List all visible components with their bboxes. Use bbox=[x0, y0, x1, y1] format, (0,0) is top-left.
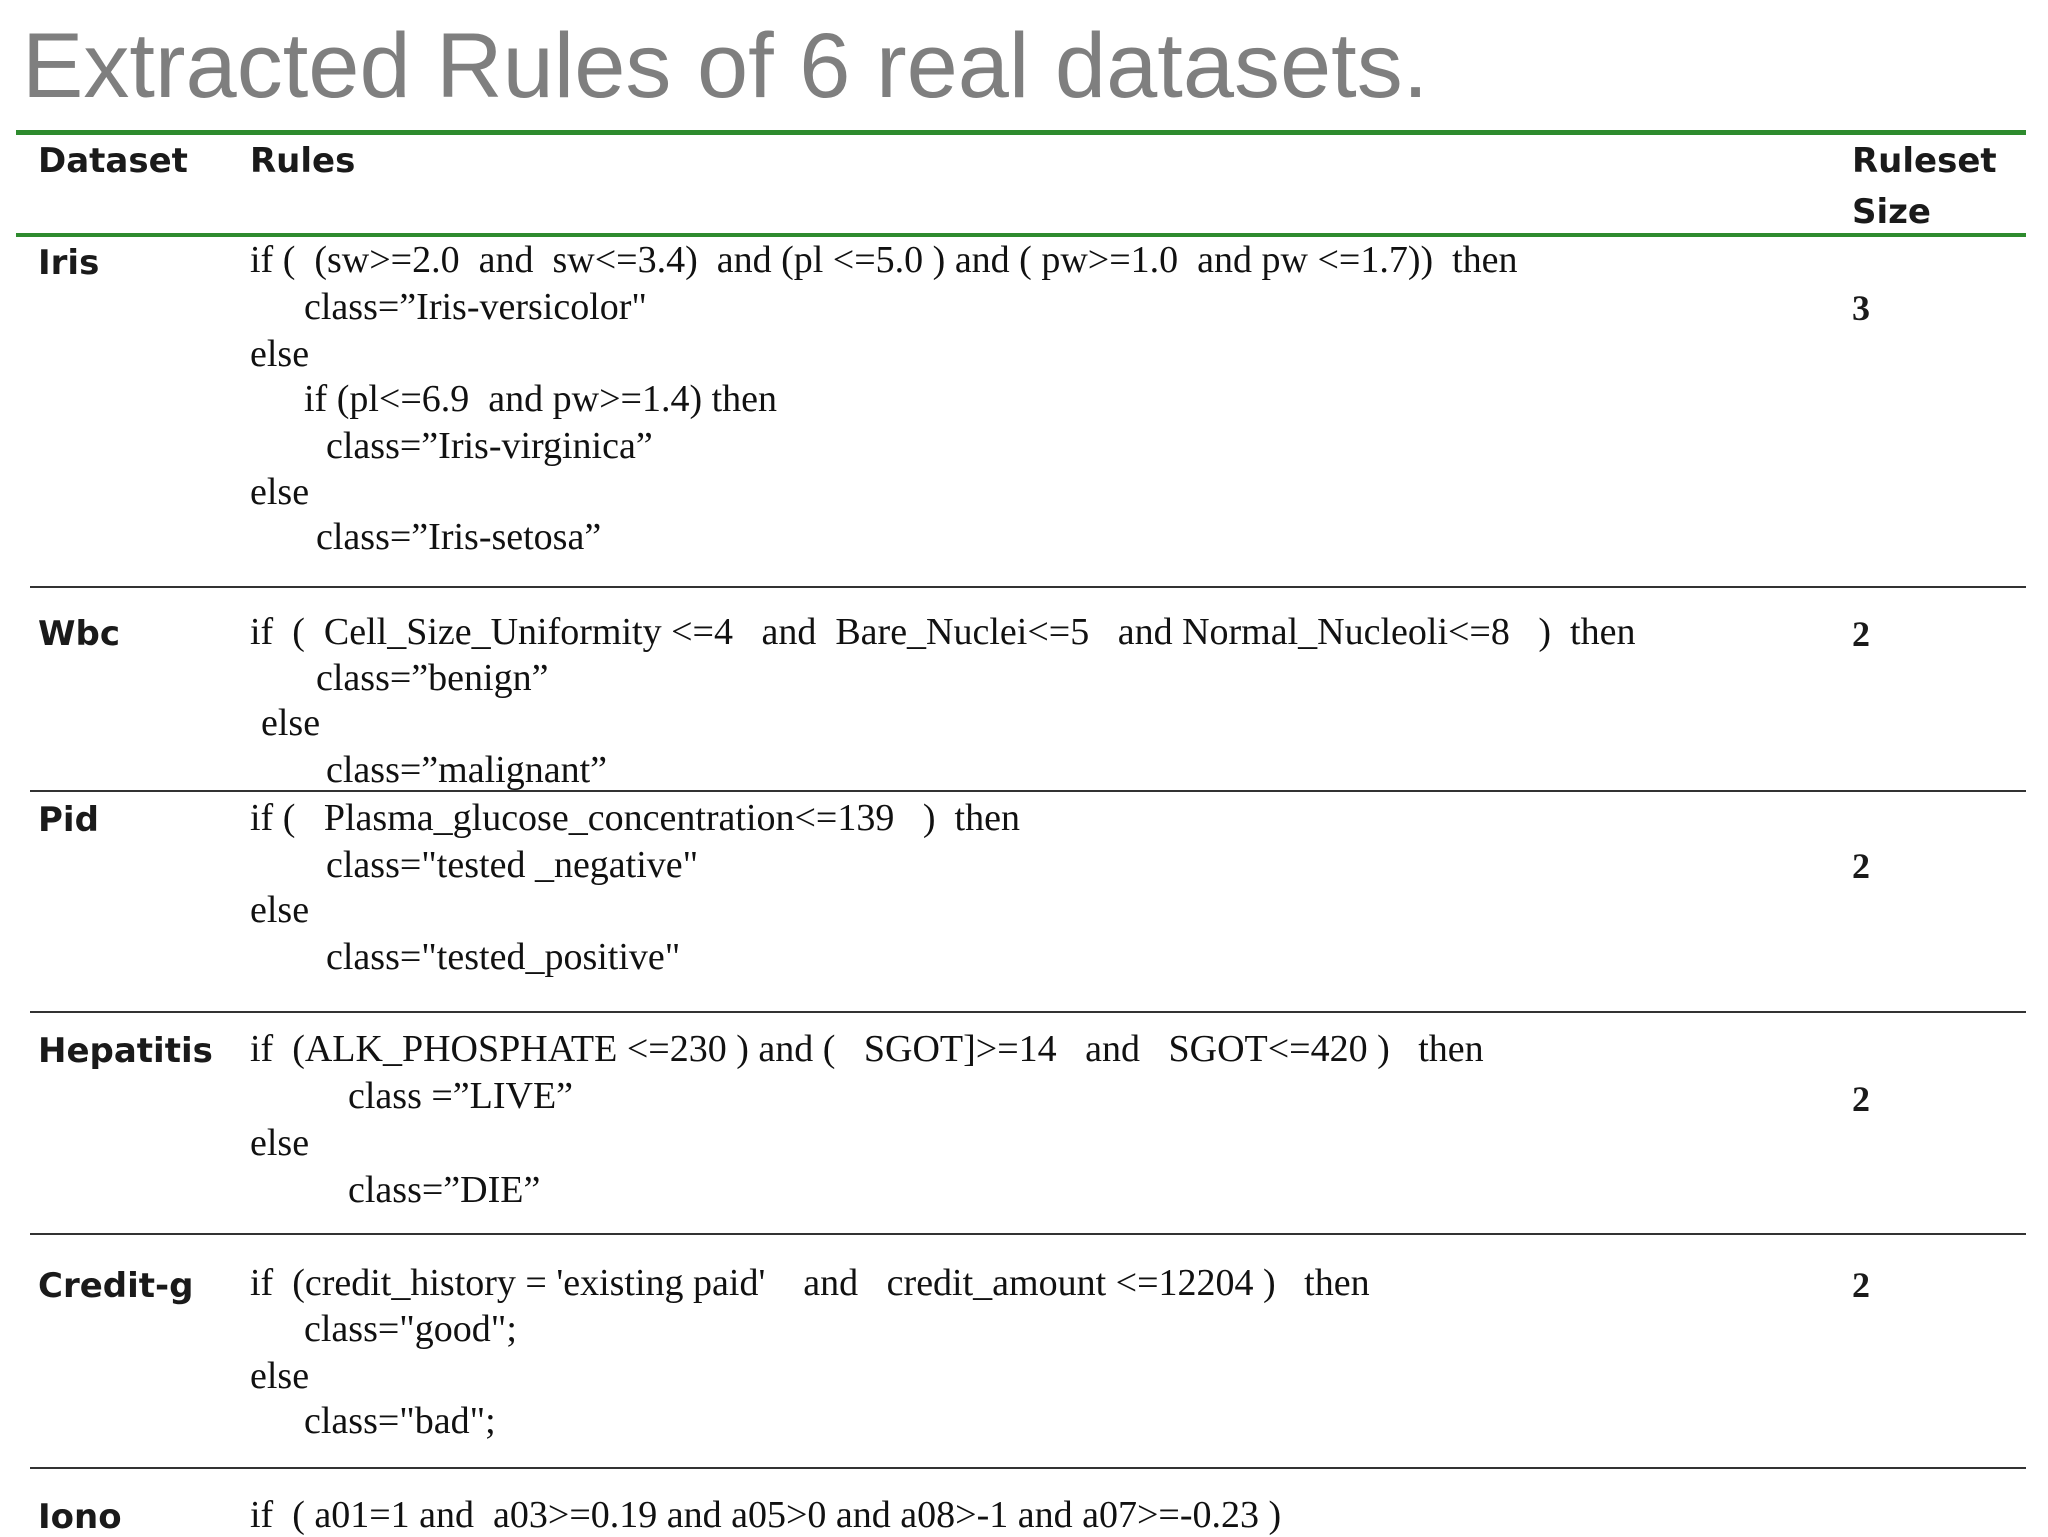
ruleset-size-iris: 3 bbox=[1852, 288, 1870, 328]
rule-line: class="tested _negative" bbox=[326, 844, 699, 886]
rule-line: if (ALK_PHOSPHATE <=230 ) and ( SGOT]>=1… bbox=[250, 1028, 1484, 1070]
rule-line: if ( Cell_Size_Uniformity <=4 and Bare_N… bbox=[250, 611, 1636, 653]
rule-line: class =”LIVE” bbox=[348, 1075, 574, 1117]
rule-line: class="bad"; bbox=[304, 1400, 496, 1442]
rule-line: if ( Plasma_glucose_concentration<=139 )… bbox=[250, 797, 1020, 839]
column-header-rules: Rules bbox=[250, 141, 356, 181]
rule-line: class=”malignant” bbox=[326, 749, 607, 791]
column-header-ruleset-size-line1: Ruleset bbox=[1852, 141, 1997, 181]
ruleset-size-credit-g: 2 bbox=[1852, 1265, 1870, 1305]
rule-line: class=”Iris-virginica” bbox=[326, 425, 653, 467]
row-divider-iris bbox=[30, 586, 2026, 588]
rule-line: class="good"; bbox=[304, 1308, 517, 1350]
column-header-ruleset-size-line2: Size bbox=[1852, 192, 1931, 232]
page-title: Extracted Rules of 6 real datasets. bbox=[22, 15, 1429, 117]
dataset-name-pid: Pid bbox=[38, 800, 99, 840]
row-divider-hepatitis bbox=[30, 1233, 2026, 1235]
dataset-name-hepatitis: Hepatitis bbox=[38, 1031, 213, 1071]
ruleset-size-hepatitis: 2 bbox=[1852, 1079, 1870, 1119]
table-top-rule bbox=[16, 130, 2026, 135]
dataset-name-wbc: Wbc bbox=[38, 614, 120, 654]
row-divider-pid bbox=[30, 1011, 2026, 1013]
rule-line: else bbox=[250, 1355, 310, 1397]
rule-line: if ( a01=1 and a03>=0.19 and a05>0 and a… bbox=[250, 1494, 1282, 1536]
rule-line: class=”Iris-setosa” bbox=[316, 516, 602, 558]
rule-line: else bbox=[250, 889, 310, 931]
rule-line: if (pl<=6.9 and pw>=1.4) then bbox=[304, 378, 778, 420]
dataset-name-credit-g: Credit-g bbox=[38, 1266, 194, 1306]
rule-line: if ( (sw>=2.0 and sw<=3.4) and (pl <=5.0… bbox=[250, 239, 1518, 281]
rule-line: class=”DIE” bbox=[348, 1169, 541, 1211]
rule-line: else bbox=[250, 471, 310, 513]
column-header-ruleset-size: Ruleset Size bbox=[1852, 136, 1997, 238]
rule-line: else bbox=[250, 1122, 310, 1164]
row-divider-wbc bbox=[30, 790, 2026, 792]
ruleset-size-pid: 2 bbox=[1852, 846, 1870, 886]
row-divider-credit-g bbox=[30, 1467, 2026, 1469]
rule-line: if (credit_history = 'existing paid' and… bbox=[250, 1262, 1370, 1304]
rule-line: else bbox=[261, 702, 321, 744]
column-header-dataset: Dataset bbox=[38, 141, 188, 181]
rule-line: class=”benign” bbox=[316, 657, 549, 699]
dataset-name-iono: Iono bbox=[38, 1497, 122, 1537]
dataset-name-iris: Iris bbox=[38, 243, 100, 283]
table-header-rule bbox=[16, 233, 2026, 237]
rule-line: class="tested_positive" bbox=[326, 936, 681, 978]
rule-line: class=”Iris-versicolor" bbox=[304, 286, 647, 328]
ruleset-size-wbc: 2 bbox=[1852, 614, 1870, 654]
rule-line: else bbox=[250, 333, 310, 375]
